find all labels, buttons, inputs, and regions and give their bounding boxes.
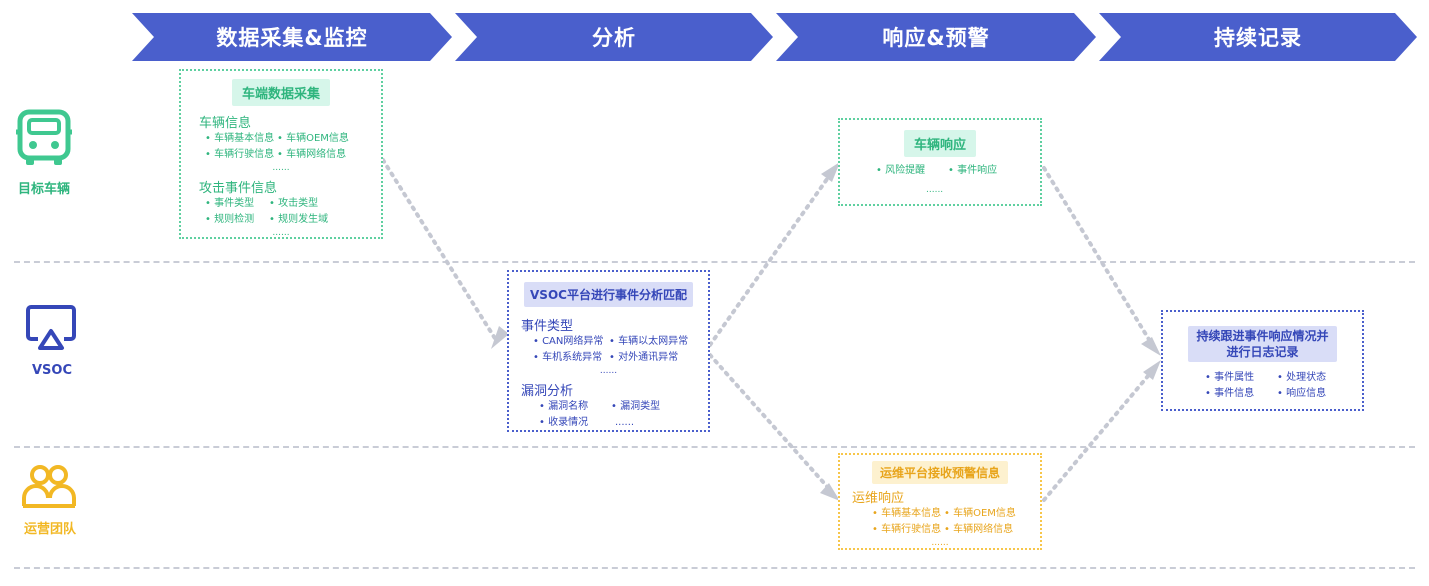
phase-arrow-collect: 数据采集&监控 (132, 13, 452, 61)
lane-divider (14, 567, 1415, 569)
event-type-heading: 事件类型 (521, 319, 574, 334)
ops-response-title: 运维平台接收预警信息 (871, 461, 1008, 484)
phase-arrow-record: 持续记录 (1099, 13, 1417, 61)
team-icon (22, 465, 76, 508)
lane-label-vehicle: 目标车辆 (17, 182, 70, 197)
record-box: 持续跟进事件响应情况并 进行日志记录 • 事件属性• 处理状态 • 事件信息• … (1161, 310, 1364, 411)
list-item: • 收录情况...... (539, 417, 635, 428)
phase-label: 数据采集&监控 (216, 26, 368, 50)
phase-arrow-response: 响应&预警 (776, 13, 1096, 61)
ops-response-box: 运维平台接收预警信息 运维响应 • 车辆基本信息• 车辆OEM信息 • 车辆行驶… (838, 453, 1042, 550)
more-ellipsis: ...... (926, 185, 944, 195)
phase-label: 持续记录 (1214, 26, 1302, 50)
ops-response-heading: 运维响应 (852, 491, 905, 506)
analysis-box: VSOC平台进行事件分析匹配 事件类型 • CAN网络异常• 车辆以太网异常 •… (507, 270, 710, 432)
record-title-line1: 持续跟进事件响应情况并 (1196, 329, 1329, 343)
monitor-icon (26, 305, 76, 350)
list-item: • 车辆行驶信息• 车辆网络信息 (205, 149, 347, 160)
lane-divider (14, 261, 1415, 263)
phase-label: 响应&预警 (882, 26, 990, 50)
record-title: 持续跟进事件响应情况并 进行日志记录 (1188, 326, 1337, 362)
analysis-title: VSOC平台进行事件分析匹配 (524, 282, 693, 307)
list-item: • 车辆行驶信息• 车辆网络信息 (872, 524, 1014, 535)
phase-label: 分析 (592, 26, 636, 50)
vehicle-info-heading: 车辆信息 (199, 116, 252, 131)
list-item: • 规则检测• 规则发生域 (205, 214, 329, 225)
phase-arrow-analysis: 分析 (455, 13, 773, 61)
list-item: • 事件信息• 响应信息 (1205, 388, 1327, 399)
collect-title: 车端数据采集 (231, 79, 330, 106)
more-ellipsis: ...... (931, 538, 949, 548)
lane-label-ops: 运营团队 (23, 522, 76, 537)
more-ellipsis: ...... (272, 163, 290, 173)
list-item: • 事件属性• 处理状态 (1205, 372, 1327, 383)
record-title-line2: 进行日志记录 (1226, 345, 1299, 359)
more-ellipsis: ...... (272, 228, 290, 238)
car-icon (16, 109, 72, 165)
vuln-heading: 漏洞分析 (521, 384, 574, 399)
lane-label-vsoc: VSOC (31, 363, 72, 378)
list-item: • 事件类型• 攻击类型 (205, 198, 319, 209)
list-item: • 漏洞名称• 漏洞类型 (539, 401, 661, 412)
more-ellipsis: ...... (599, 366, 618, 376)
vehicle-response-title: 车辆响应 (903, 130, 976, 157)
list-item: • 车辆基本信息• 车辆OEM信息 (205, 133, 349, 144)
list-item: • 车机系统异常• 对外通讯异常 (533, 352, 679, 363)
lane-divider (14, 446, 1415, 448)
list-item: • CAN网络异常• 车辆以太网异常 (533, 336, 689, 347)
vehicle-response-box: 车辆响应 • 风险提醒• 事件响应 ...... (838, 118, 1042, 206)
list-item: • 风险提醒• 事件响应 (876, 165, 998, 176)
list-item: • 车辆基本信息• 车辆OEM信息 (872, 508, 1016, 519)
collect-box: 车端数据采集 车辆信息 • 车辆基本信息• 车辆OEM信息 • 车辆行驶信息• … (179, 69, 383, 239)
attack-info-heading: 攻击事件信息 (199, 181, 278, 196)
